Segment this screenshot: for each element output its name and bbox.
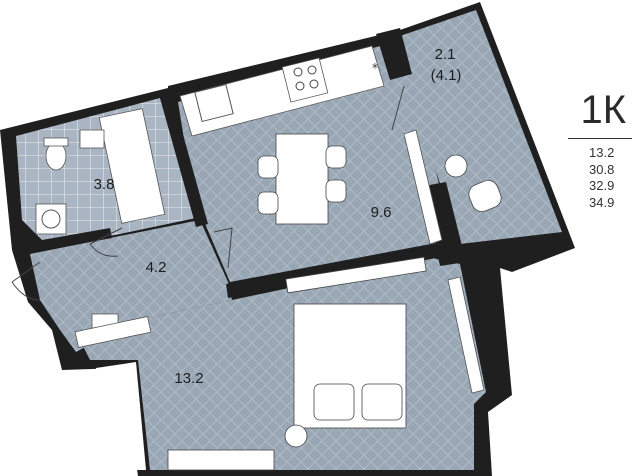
washing-machine — [35, 203, 67, 235]
loggia-area: 2.1 — [435, 46, 456, 63]
kitchen-door — [213, 227, 233, 269]
living-area: 13.2 — [589, 145, 615, 160]
bedroom-window — [447, 276, 485, 394]
divider — [568, 138, 632, 139]
chair — [257, 191, 279, 215]
loggia-armchair — [468, 180, 502, 212]
loggia-floor — [400, 10, 562, 244]
kitchen-sink — [194, 83, 234, 123]
wardrobe — [167, 449, 275, 471]
fridge-mark: * — [372, 61, 378, 75]
kitchen-loggia-wall — [376, 28, 412, 80]
apartment-type: 1К — [580, 88, 626, 132]
bedroom-closet — [96, 362, 146, 470]
bathroom-area: 3.8 — [94, 176, 115, 193]
hallway-area: 4.2 — [146, 259, 167, 276]
area-list: 13.2 30.8 32.9 34.9 — [589, 145, 640, 211]
kitchen-bathroom-wall — [160, 95, 208, 227]
dining-table — [275, 133, 329, 225]
area-without-loggia: 30.8 — [589, 161, 615, 177]
loggia-table — [444, 154, 468, 178]
area-with-loggia-coef: 32.9 — [589, 178, 615, 193]
pillow — [313, 383, 355, 421]
toilet-tank — [43, 137, 69, 147]
total-area: 34.9 — [589, 194, 615, 210]
chair — [325, 145, 347, 169]
apartment-summary: 1К 13.2 30.8 32.9 34.9 — [560, 88, 640, 211]
kitchen-window — [403, 129, 443, 245]
loggia-area-alt: (4.1) — [431, 67, 462, 84]
chair — [325, 179, 347, 203]
bathtub — [98, 108, 166, 224]
bath-sink — [79, 129, 105, 149]
bathroom-hall-wall — [42, 228, 112, 250]
window-pier — [424, 182, 466, 266]
bedroom-area: 13.2 — [174, 370, 203, 387]
entry-door — [11, 261, 41, 301]
kitchen-area: 9.6 — [371, 204, 392, 221]
hall-shelf — [74, 316, 152, 348]
chair — [257, 155, 279, 179]
cooktop — [281, 57, 329, 103]
pillow — [361, 383, 403, 421]
bathroom-door — [89, 227, 123, 257]
floor-lamp — [284, 424, 308, 448]
hallway-bedroom-wall — [226, 244, 436, 298]
tv-console — [285, 256, 427, 294]
hallway-floor — [30, 220, 232, 352]
